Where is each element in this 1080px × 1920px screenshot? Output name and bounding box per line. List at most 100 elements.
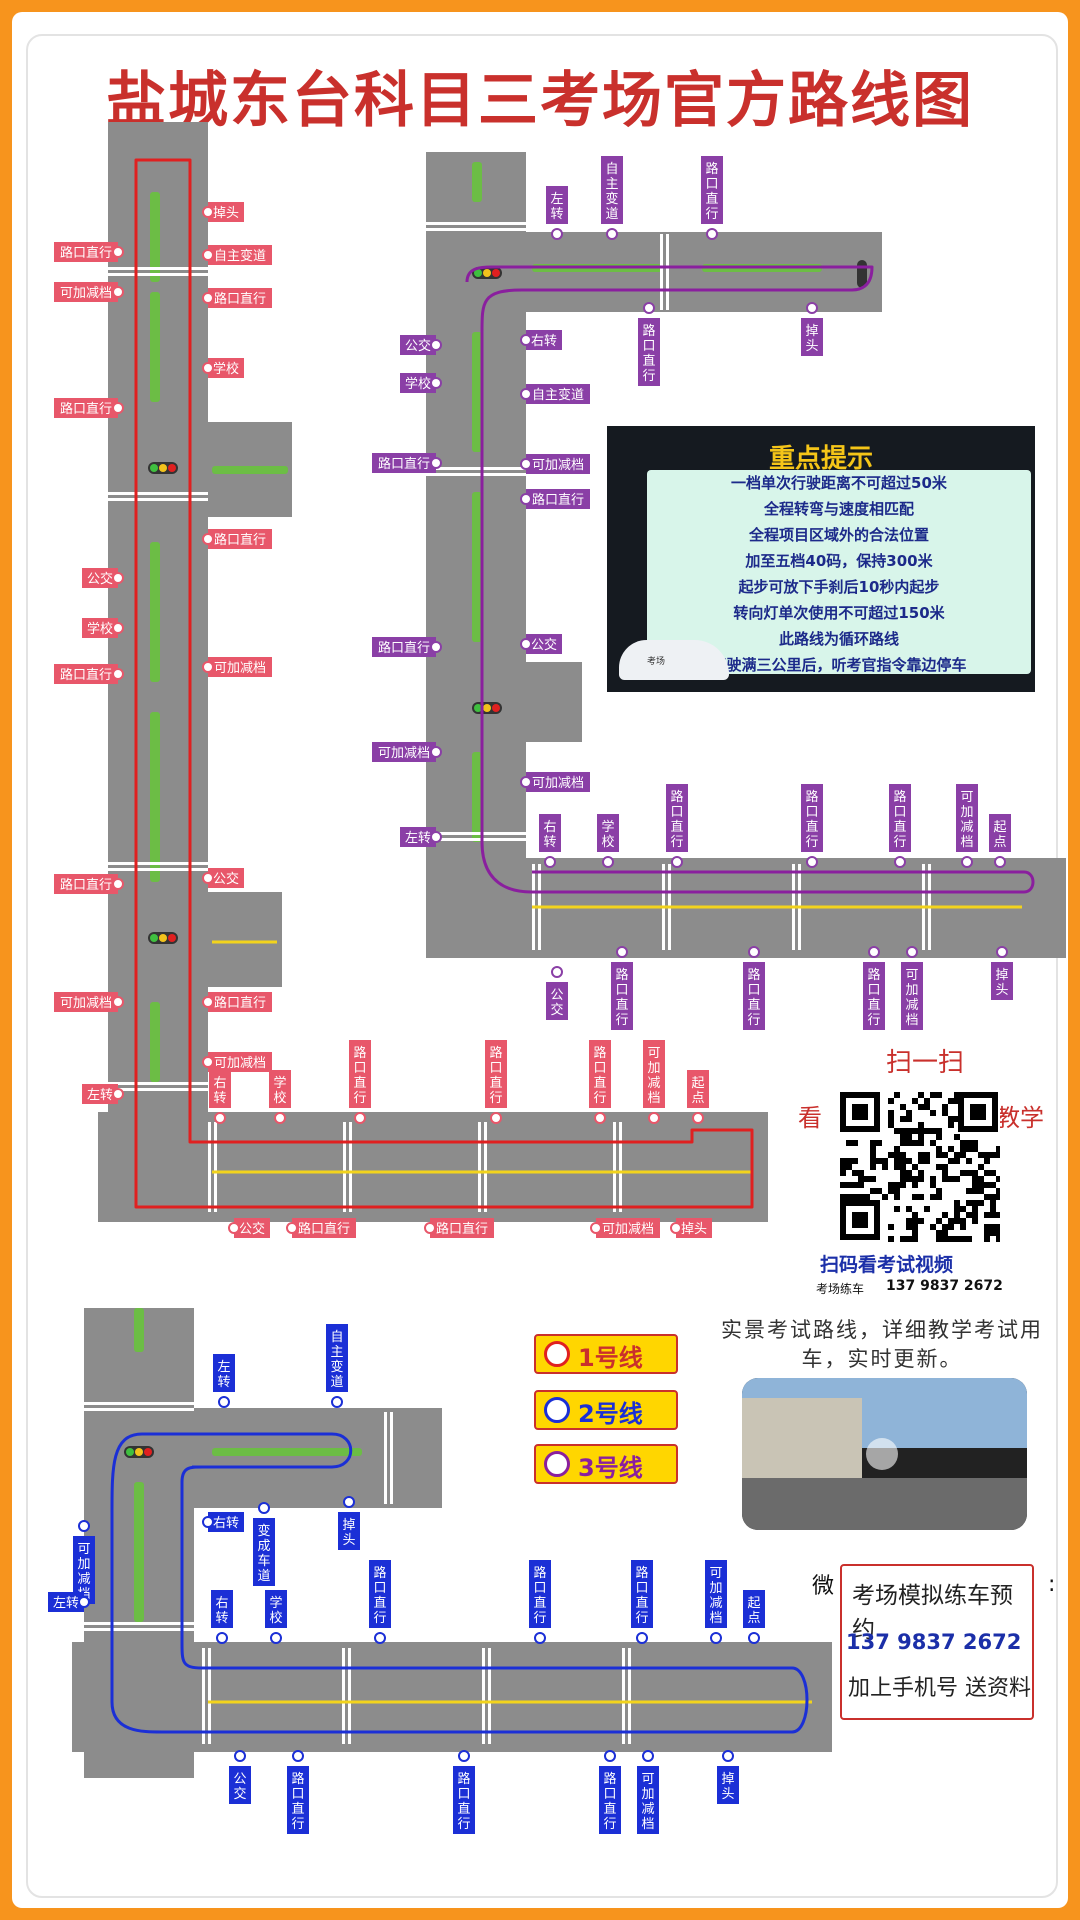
qr-module xyxy=(966,1140,972,1146)
poi-label: 起 xyxy=(993,820,1006,835)
qr-module xyxy=(918,1218,924,1224)
qr-module xyxy=(942,1104,948,1110)
crosswalk xyxy=(214,1122,217,1212)
qr-module xyxy=(984,1170,990,1176)
poi-label-bg xyxy=(211,1590,233,1628)
qr-module xyxy=(894,1182,900,1188)
poi-label: 校 xyxy=(269,1610,282,1626)
video-preview[interactable] xyxy=(742,1378,1027,1530)
poi-marker xyxy=(430,746,442,758)
poi-label-bg xyxy=(705,1560,727,1628)
qr-module xyxy=(942,1170,948,1176)
crosswalk xyxy=(108,1082,208,1085)
qr-module xyxy=(906,1176,912,1182)
poi-label: 变 xyxy=(605,191,618,207)
poi-marker xyxy=(430,457,442,469)
qr-module xyxy=(888,1236,894,1242)
poi-label: 直 xyxy=(353,1076,366,1091)
poi-marker xyxy=(430,831,442,843)
qr-module xyxy=(870,1140,876,1146)
qr-module xyxy=(954,1218,960,1224)
qr-module xyxy=(954,1092,960,1098)
qr-module xyxy=(912,1128,918,1134)
poi-label-bg xyxy=(453,1766,475,1834)
qr-module xyxy=(984,1194,990,1200)
poi-label: 直 xyxy=(373,1596,386,1611)
crosswalk xyxy=(108,868,208,871)
qr-module xyxy=(972,1218,978,1224)
booking-phone[interactable]: 137 9837 2672 xyxy=(846,1630,1022,1654)
poi-label: 行 xyxy=(705,207,718,222)
poi-label: 路口直行 xyxy=(214,532,266,548)
poi-label-bg xyxy=(209,1070,231,1108)
qr-code[interactable] xyxy=(840,1092,1000,1242)
car-label: 考场 xyxy=(647,657,666,667)
poi-marker xyxy=(670,1222,682,1234)
qr-module xyxy=(882,1164,888,1170)
qr-module xyxy=(966,1188,972,1194)
poi-label-bg xyxy=(73,1536,95,1604)
poi-marker xyxy=(602,856,614,868)
qr-module xyxy=(918,1122,924,1128)
poi-label: 公交 xyxy=(405,338,431,354)
crosswalk xyxy=(426,222,526,225)
qr-module xyxy=(954,1116,960,1122)
qr-phone: 137 9837 2672 xyxy=(886,1278,1003,1294)
car-icon xyxy=(619,640,729,680)
qr-module xyxy=(888,1224,894,1230)
qr-module xyxy=(852,1140,858,1146)
poi-marker xyxy=(868,946,880,958)
median xyxy=(150,1002,160,1082)
poi-label: 右转 xyxy=(213,1516,239,1531)
wechat-prefix: 微 xyxy=(812,1574,835,1599)
poi-label: 口 xyxy=(670,805,683,820)
poi-label-bg xyxy=(54,282,118,302)
poi-label: 口 xyxy=(747,983,760,998)
qr-module xyxy=(948,1146,954,1152)
tip-line: 转向灯单次使用不可超过150米 xyxy=(733,604,945,622)
poi-marker xyxy=(458,1750,470,1762)
qr-module xyxy=(918,1140,924,1146)
poi-label: 变 xyxy=(257,1523,270,1539)
poi-label-bg xyxy=(372,453,436,473)
poi-marker xyxy=(606,228,618,240)
crosswalk xyxy=(343,1122,346,1212)
poi-label: 右 xyxy=(215,1596,228,1611)
poi-label: 路 xyxy=(533,1565,546,1581)
poi-label: 减 xyxy=(77,1572,90,1587)
qr-module xyxy=(918,1128,924,1134)
poi-label: 直 xyxy=(489,1076,502,1091)
poi-marker xyxy=(551,966,563,978)
qr-module xyxy=(996,1188,1000,1194)
poi-label-bg xyxy=(611,962,633,1030)
qr-module xyxy=(906,1128,912,1134)
poi-label: 左转 xyxy=(87,1088,113,1103)
poi-label: 点 xyxy=(691,1091,704,1106)
qr-module xyxy=(930,1110,936,1116)
poi-marker xyxy=(78,1596,90,1608)
poi-label: 路 xyxy=(457,1771,470,1787)
play-icon[interactable] xyxy=(866,1438,898,1470)
poi-label: 头 xyxy=(995,983,1008,998)
qr-module xyxy=(894,1146,900,1152)
poi-marker xyxy=(961,856,973,868)
poi-label: 档 xyxy=(641,1817,654,1832)
poi-marker xyxy=(590,1222,602,1234)
poi-label: 可加减档 xyxy=(378,746,430,761)
qr-module xyxy=(846,1140,852,1146)
qr-module xyxy=(960,1146,966,1152)
qr-module xyxy=(906,1170,912,1176)
route-line xyxy=(110,1432,809,1734)
qr-module xyxy=(912,1230,918,1236)
poi-marker xyxy=(722,1750,734,1762)
poi-label: 主 xyxy=(330,1345,343,1360)
qr-module xyxy=(882,1158,888,1164)
poi-label: 口 xyxy=(489,1061,502,1076)
tip-line: 此路线为循环路线 xyxy=(778,630,899,648)
poi-label: 左 xyxy=(217,1360,230,1375)
poi-label: 可加减档 xyxy=(532,776,584,791)
poi-label: 路口直行 xyxy=(436,1221,488,1237)
qr-module xyxy=(870,1176,876,1182)
poi-label: 加 xyxy=(960,805,973,820)
crosswalk xyxy=(348,1648,351,1744)
